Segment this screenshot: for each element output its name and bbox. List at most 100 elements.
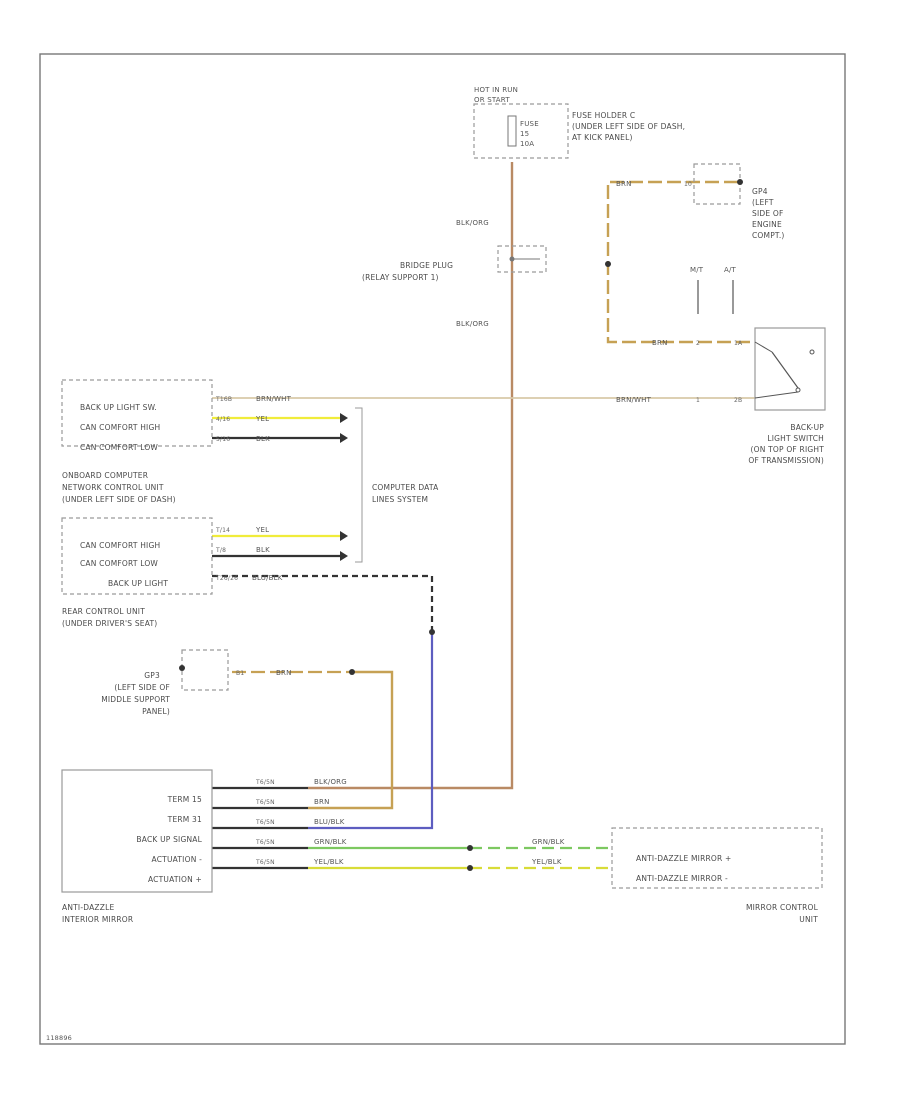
mirror-wire-2: BRN — [314, 798, 330, 806]
ground-gp3-label-3: PANEL) — [142, 707, 170, 716]
bridge-plug-box — [497, 245, 547, 273]
arrow-can-low-1 — [340, 433, 348, 443]
switch-lead-top — [754, 341, 773, 353]
mirror-row-3: BACK UP SIGNAL — [136, 835, 202, 844]
ground-gp3-box — [181, 649, 229, 691]
mirror-wire-3: BLU/BLK — [314, 818, 345, 826]
backup-switch-label-1: BACK-UP — [790, 423, 824, 432]
ground-gp3-id: GP3 — [144, 671, 160, 680]
switch-lead-bottom — [754, 391, 799, 399]
onboard-pin-3-wire: BLK — [256, 435, 270, 443]
wire-blu-blk — [212, 574, 434, 632]
mirror-pin-tag-4: T6/5N — [255, 839, 275, 846]
at-label: A/T — [724, 266, 737, 274]
hot-note-line-1: HOT IN RUN — [474, 86, 518, 94]
rear-pin-3: T26/26 — [215, 575, 238, 582]
onboard-pin-1: T16B — [215, 396, 232, 403]
data-lines-label-1: COMPUTER DATA — [372, 483, 439, 492]
switch-wire-brn-wht: BRN/WHT — [616, 396, 652, 404]
ground-gp4-label-3: ENGINE — [752, 220, 782, 229]
splice-grn-blk — [467, 845, 473, 851]
rear-label-2: (UNDER DRIVER'S SEAT) — [62, 619, 157, 628]
onboard-computer-box — [61, 379, 213, 447]
rear-pin-1-wire: YEL — [255, 526, 269, 534]
ground-gp3-dot — [179, 665, 185, 671]
ground-gp3-label-1: (LEFT SIDE OF — [114, 683, 170, 692]
arrow-can-high-1 — [340, 413, 348, 423]
rear-control-box — [61, 517, 213, 595]
mcu-wire-1: GRN/BLK — [532, 838, 565, 846]
switch-pin-a: 2 — [696, 340, 700, 347]
ground-gp4-label-2: SIDE OF — [752, 209, 784, 218]
mt-label: M/T — [690, 266, 704, 274]
diagram-frame — [39, 53, 846, 1045]
wire-brn-gp3-lower — [308, 670, 394, 810]
onboard-row-2: CAN COMFORT HIGH — [80, 423, 160, 432]
rear-label-1: REAR CONTROL UNIT — [62, 607, 145, 616]
mirror-label-2: INTERIOR MIRROR — [62, 915, 133, 924]
bridge-plug-label-2: (RELAY SUPPORT 1) — [362, 273, 439, 282]
splice-yel-blk — [467, 865, 473, 871]
mirror-label-1: ANTI-DAZZLE — [62, 903, 114, 912]
backup-switch-label-4: OF TRANSMISSION) — [748, 456, 824, 465]
hot-note-line-2: OR START — [474, 96, 510, 104]
ground-gp4-label-1: (LEFT — [752, 198, 774, 207]
wire-blu-blk-lower — [308, 632, 434, 830]
onboard-row-3: CAN COMFORT LOW — [80, 443, 158, 452]
mirror-wire-5: YEL/BLK — [313, 858, 344, 866]
wire-brn-gp4 — [606, 180, 755, 344]
bridge-plug-label-1: BRIDGE PLUG — [400, 261, 453, 270]
mirror-wire-4: GRN/BLK — [314, 838, 347, 846]
switch-contact-top — [809, 349, 815, 355]
switch-contact-bottom — [795, 387, 801, 393]
onboard-pin-3: 5/16 — [216, 436, 230, 443]
ground-gp4-box — [693, 163, 741, 205]
splice-gp3 — [349, 669, 355, 675]
data-lines-bracket — [355, 407, 363, 563]
rear-row-2: CAN COMFORT LOW — [80, 559, 158, 568]
mcu-row-1: ANTI-DAZZLE MIRROR + — [636, 854, 731, 863]
mirror-row-4: ACTUATION - — [152, 855, 203, 864]
ground-gp4-label-4: COMPT.) — [752, 231, 785, 240]
wire-blk-org-main — [308, 162, 514, 790]
mirror-row-1: TERM 15 — [167, 795, 202, 804]
switch-blade — [771, 351, 799, 389]
mirror-box — [61, 769, 213, 893]
arrow-can-low-2 — [340, 551, 348, 561]
rear-pin-2-wire: BLK — [256, 546, 270, 554]
switch-wire-brn: BRN — [652, 339, 668, 347]
mirror-row-2: TERM 31 — [167, 815, 202, 824]
mirror-wire-1: BLK/ORG — [314, 778, 347, 786]
fuse-amp: 10A — [520, 140, 534, 148]
rear-row-1: CAN COMFORT HIGH — [80, 541, 160, 550]
backup-switch-box — [754, 327, 826, 411]
fuse-icon — [507, 115, 517, 147]
fuse-holder-box — [473, 103, 569, 159]
ground-gp3-pin: B1 — [236, 670, 244, 677]
mirror-pin-tag-3: T6/5N — [255, 819, 275, 826]
arrow-can-high-2 — [340, 531, 348, 541]
rear-pin-3-wire: BLU/BLK — [252, 574, 283, 582]
ground-gp4-id: GP4 — [752, 187, 768, 196]
onboard-pin-2: 4/16 — [216, 416, 230, 423]
ground-gp4-wire: BRN — [616, 180, 632, 188]
switch-pin-b: 1 — [696, 397, 700, 404]
splice-gp4 — [605, 261, 611, 267]
onboard-row-1: BACK UP LIGHT SW. — [80, 403, 157, 412]
splice-blu-blk — [429, 629, 435, 635]
onboard-label-2: NETWORK CONTROL UNIT — [62, 483, 164, 492]
ground-gp3-wire: BRN — [276, 669, 292, 677]
mirror-pin-tags: T6/5N T6/5N T6/5N T6/5N T6/5N — [255, 779, 275, 866]
data-lines-label-2: LINES SYSTEM — [372, 495, 428, 504]
switch-pin-b2: 2B — [734, 397, 742, 404]
onboard-label-1: ONBOARD COMPUTER — [62, 471, 148, 480]
backup-switch-label-3: (ON TOP OF RIGHT — [751, 445, 825, 454]
fuse-holder-label-1: FUSE HOLDER C — [572, 111, 635, 120]
switch-pin-a2: 1A — [734, 340, 743, 347]
fuse-holder-label-3: AT KICK PANEL) — [572, 133, 633, 142]
mcu-row-2: ANTI-DAZZLE MIRROR - — [636, 874, 728, 883]
ground-gp4-dot — [737, 179, 743, 185]
mirror-pin-tag-5: T6/5N — [255, 859, 275, 866]
fuse-holder-label-2: (UNDER LEFT SIDE OF DASH, — [572, 122, 685, 131]
